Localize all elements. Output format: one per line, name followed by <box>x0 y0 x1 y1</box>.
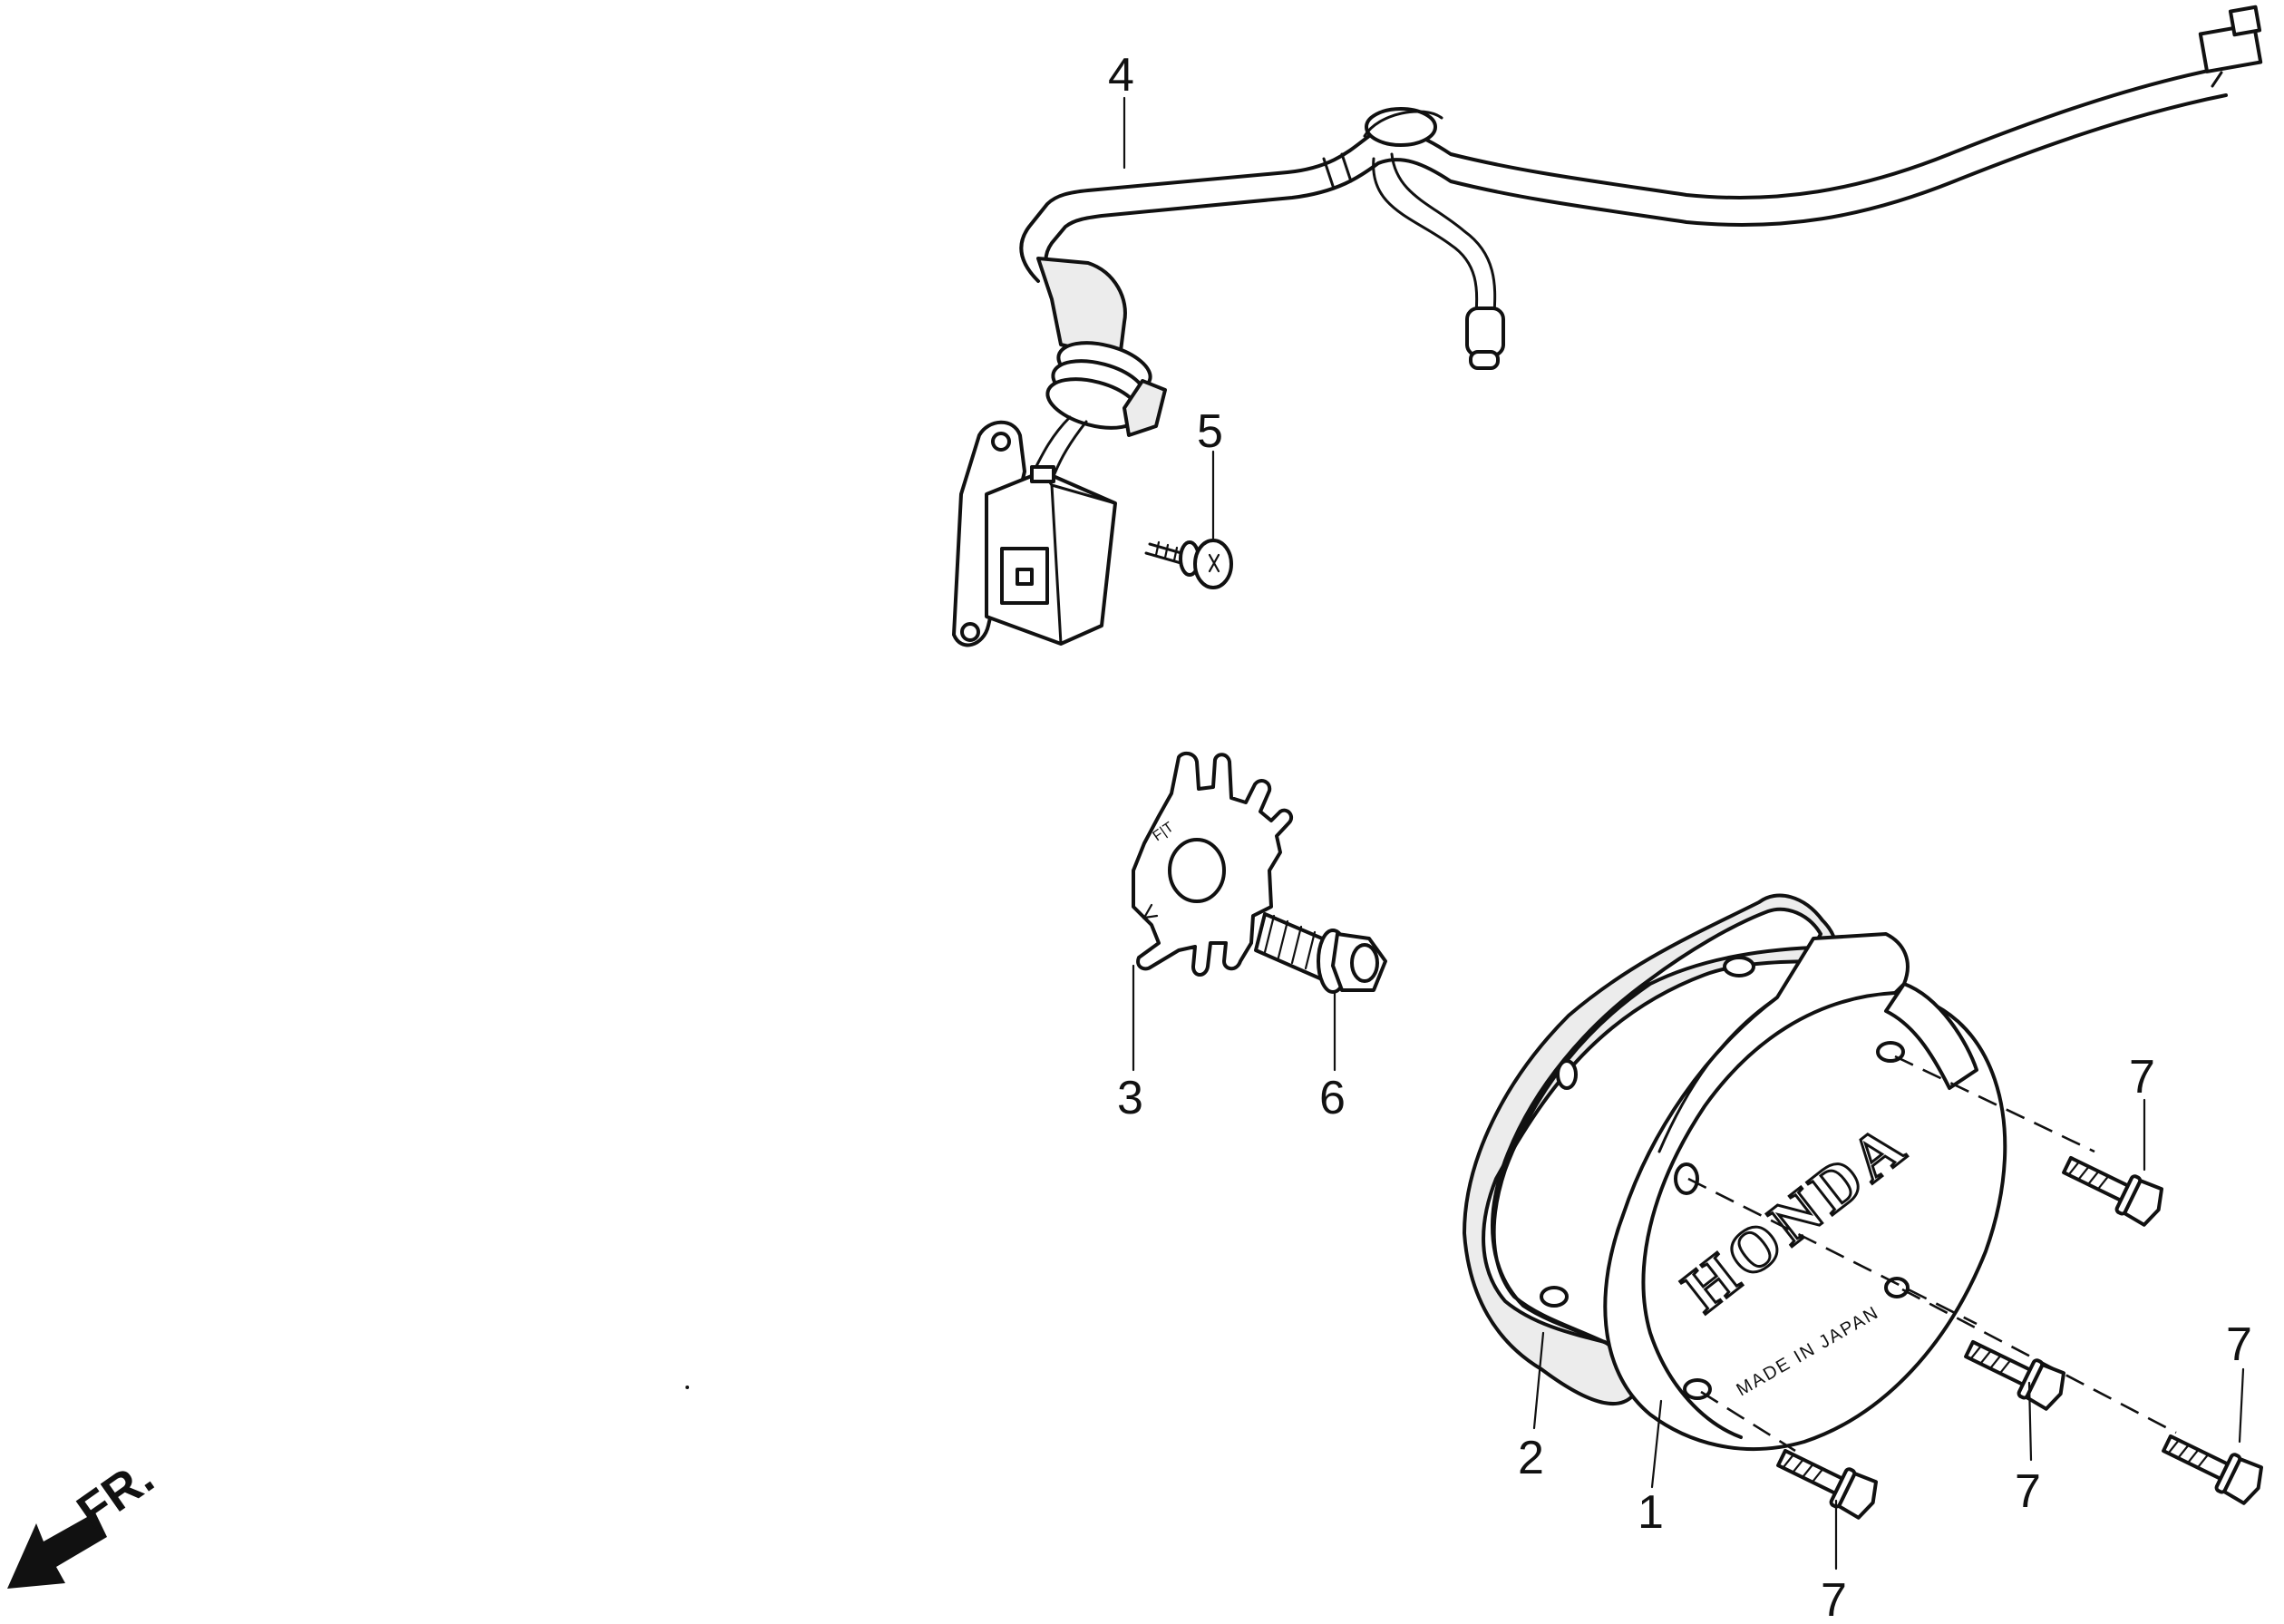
callout-3: 3 <box>1117 1072 1143 1124</box>
screw-5 <box>1144 539 1233 589</box>
wire-harness-assembly <box>952 5 2263 647</box>
callout-5: 5 <box>1197 405 1223 458</box>
bolt-7-b <box>1964 1339 2066 1411</box>
callout-7-b: 7 <box>2015 1465 2041 1518</box>
callout-4: 4 <box>1108 49 1134 102</box>
callout-7-d: 7 <box>1821 1574 1847 1624</box>
timing-rotor: F|T <box>1132 751 1294 977</box>
direction-arrow-icon <box>7 1512 107 1589</box>
bolt-7-a <box>2062 1155 2164 1227</box>
gasket <box>1463 893 1839 1405</box>
front-direction-indicator: FR. <box>7 1450 163 1589</box>
leader-lines <box>1123 96 2245 1571</box>
bolt-7-c <box>2162 1434 2264 1505</box>
callout-2: 2 <box>1518 1432 1544 1484</box>
bolt-6 <box>1254 912 1387 994</box>
bolt-7-d <box>1776 1448 1879 1520</box>
cover: HONDA MADE IN JAPAN <box>1603 932 2007 1452</box>
callout-labels: 4 5 3 6 2 1 7 7 7 7 <box>1108 49 2252 1624</box>
callout-7-c: 7 <box>2226 1318 2252 1371</box>
callout-6: 6 <box>1319 1072 1346 1124</box>
callout-1: 1 <box>1638 1486 1664 1539</box>
callout-7-a: 7 <box>2129 1051 2155 1104</box>
speck <box>685 1386 689 1389</box>
